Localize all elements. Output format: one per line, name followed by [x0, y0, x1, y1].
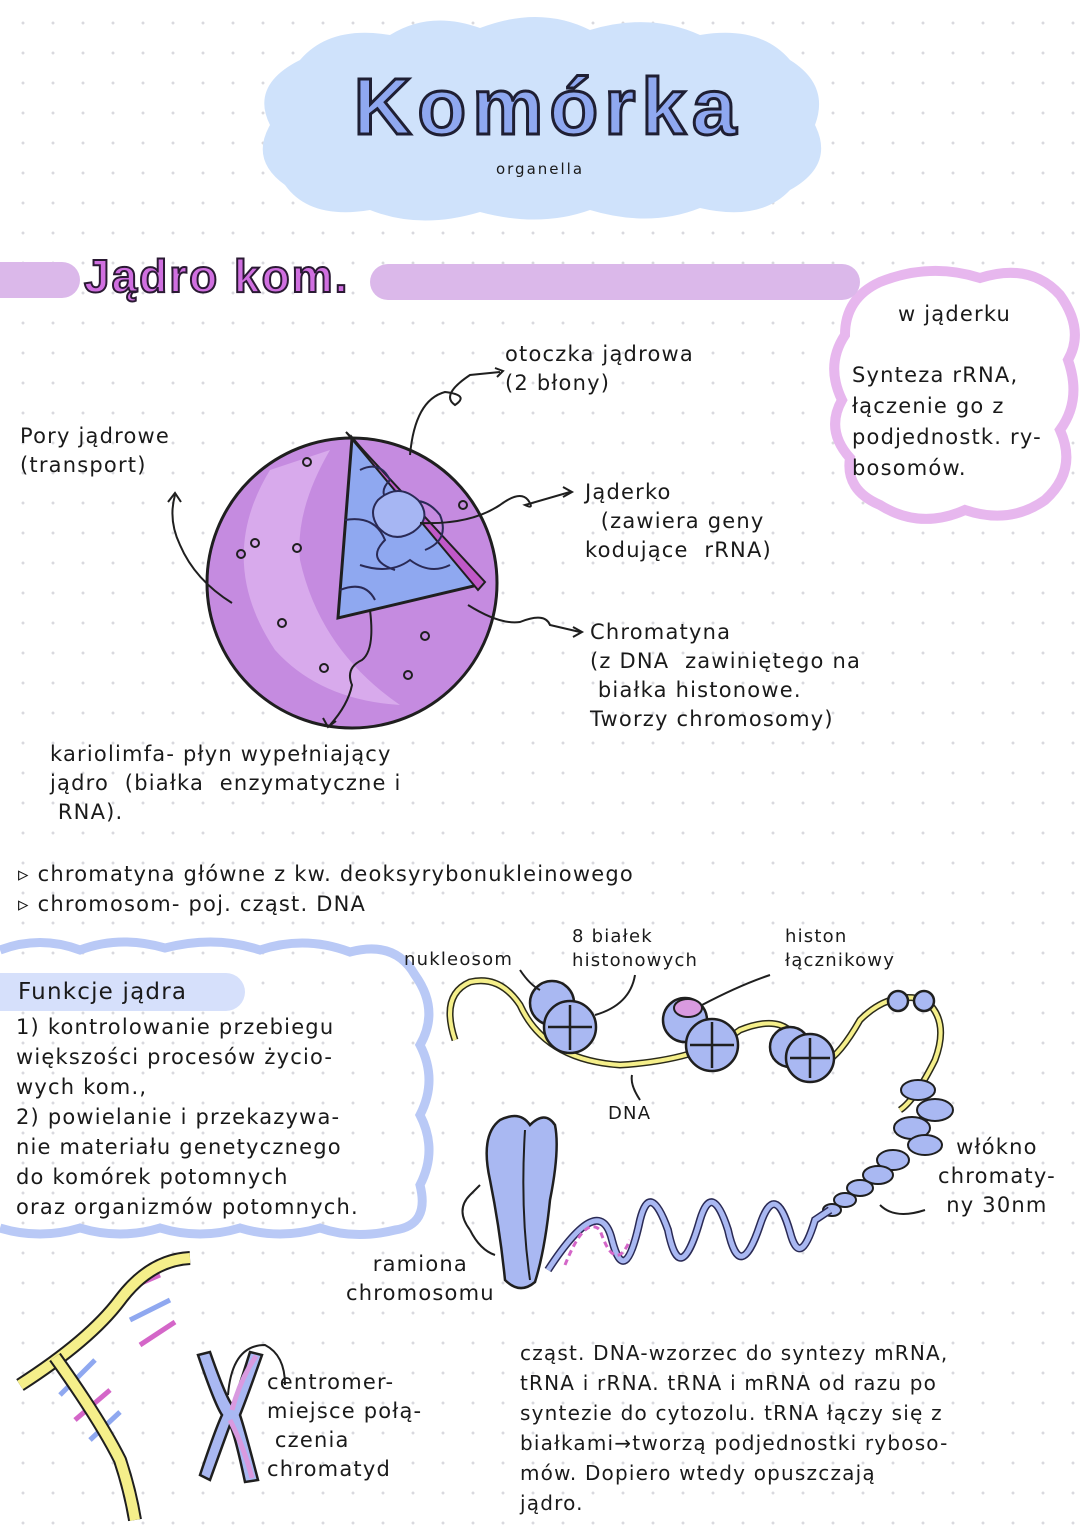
label-centromer: centromer- miejsce połą- czenia chromaty…	[267, 1370, 423, 1481]
section-title: Jądro kom.	[83, 249, 350, 303]
label-nukleosom: nukleosom	[404, 949, 514, 970]
label-pory: Pory jądrowe (transport)	[20, 424, 171, 477]
functions-box	[0, 937, 434, 1240]
note-cloud	[829, 265, 1080, 524]
x-chromosome	[196, 1343, 286, 1484]
chromatin-arrows	[461, 969, 926, 1256]
label-jaderko: Jąderko (zawiera geny kodujące rRNA)	[585, 480, 772, 562]
title-cloud	[262, 16, 822, 221]
label-histon: histon łącznikowy	[785, 926, 896, 971]
bullet-item: ▹ chromatyna główne z kw. deoksyrybonukl…	[18, 862, 634, 886]
dna-note: cząst. DNA-wzorzec do syntezy mRNA, tRNA…	[520, 1341, 949, 1515]
label-chromatyna: Chromatyna (z DNA zawiniętego na białka …	[590, 620, 862, 731]
page-subtitle: organella	[495, 160, 585, 178]
functions-body: 1) kontrolowanie przebiegu większości pr…	[16, 1015, 359, 1219]
bullet-item: ▹ chromosom- poj. cząst. DNA	[18, 892, 367, 916]
page-title: Komórka	[352, 61, 743, 153]
bullet-text: chromatyna główne z kw. deoksyrybonuklei…	[37, 862, 634, 886]
nucleus-arrows	[167, 367, 585, 729]
label-ramiona: ramiona chromosomu	[346, 1252, 495, 1305]
note-title: w jąderku	[898, 302, 1012, 326]
functions-title-highlight	[0, 973, 245, 1011]
section-highlight-right	[370, 264, 860, 300]
nucleus-illustration	[205, 431, 499, 730]
section-highlight-left	[0, 262, 80, 298]
dna-helix	[16, 1251, 191, 1522]
functions-title: Funkcje jądra	[18, 979, 188, 1005]
chromatin-illustration	[446, 977, 954, 1290]
label-dna: DNA	[608, 1103, 652, 1124]
bullet-text: chromosom- poj. cząst. DNA	[37, 892, 367, 916]
label-kariolimfa: kariolimfa- płyn wypełniający jądro (bia…	[50, 742, 402, 824]
label-wlokno: włókno chromaty- ny 30nm	[938, 1135, 1056, 1217]
label-8-bialek: 8 białek histonowych	[572, 926, 699, 971]
note-body: Synteza rRNA, łączenie go z podjednostk.…	[852, 363, 1042, 480]
label-otoczka: otoczka jądrowa (2 błony)	[505, 342, 694, 395]
